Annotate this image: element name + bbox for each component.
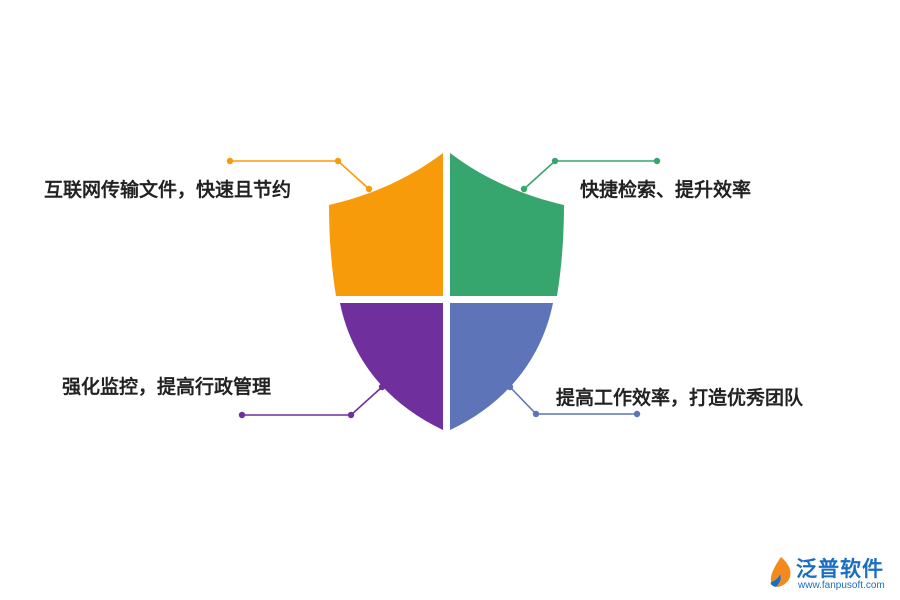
- label-top-right: 快捷检索、提升效率: [580, 179, 752, 201]
- label-bottom-right: 提高工作效率，打造优秀团队: [556, 387, 804, 409]
- connector-bottom-right: [506, 383, 641, 418]
- brand-name: 泛普软件: [796, 557, 884, 581]
- connector-bottom-left: [238, 383, 386, 419]
- shield-quadrant-top-right: [450, 153, 564, 296]
- brand-watermark: 泛普软件 www.fanpusoft.com: [768, 553, 894, 593]
- connector-top-left: [226, 157, 373, 193]
- shield-quadrant-bottom-right: [450, 303, 553, 430]
- shield-quadrant-bottom-left: [340, 303, 443, 430]
- fanpu-logo-icon: [770, 557, 791, 587]
- brand-url: www.fanpusoft.com: [798, 580, 885, 591]
- connector-top-right: [520, 157, 661, 193]
- label-bottom-left: 强化监控，提高行政管理: [62, 376, 272, 398]
- label-top-left: 互联网传输文件，快速且节约: [44, 179, 292, 201]
- shield-quadrant-top-left: [329, 153, 443, 296]
